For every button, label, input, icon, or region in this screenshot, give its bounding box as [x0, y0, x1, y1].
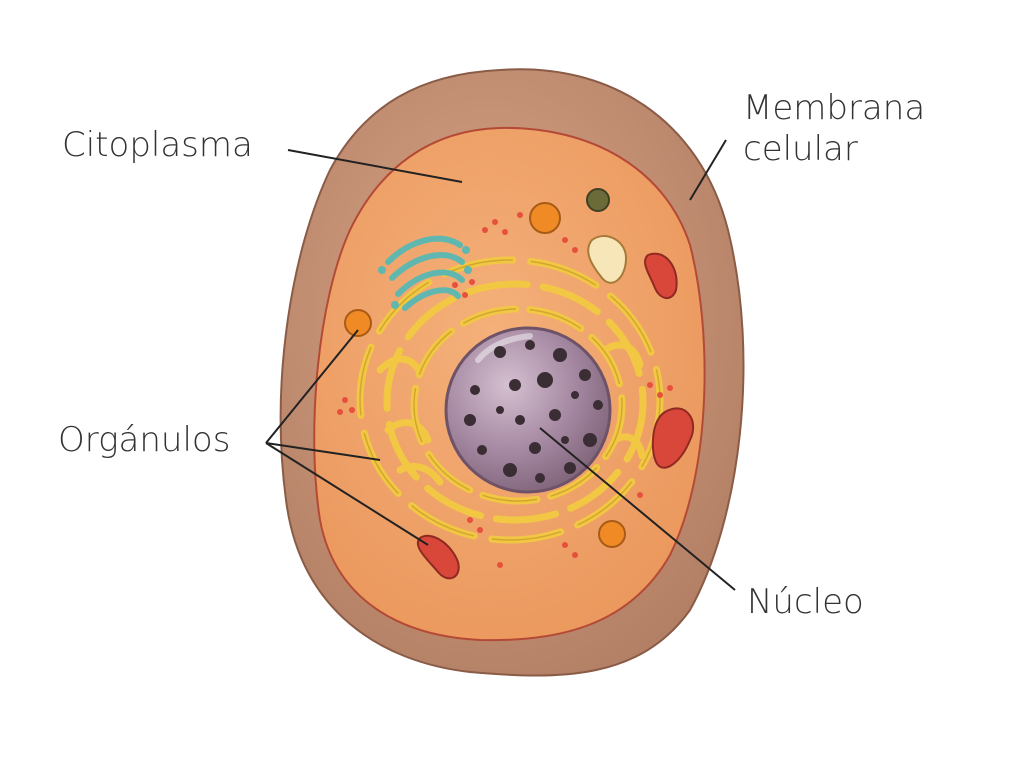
leader-organulos-2 — [265, 442, 381, 461]
leader-membrana — [689, 139, 727, 201]
nucleus — [444, 326, 612, 494]
label-organulos: Orgánulos — [58, 420, 231, 460]
leader-organulos-3 — [265, 442, 429, 546]
mitochondria — [417, 252, 695, 580]
leader-lines — [265, 139, 736, 591]
vacuole — [587, 235, 628, 284]
leader-organulos-1 — [265, 329, 359, 444]
label-membrana-line1: Membrana — [743, 88, 926, 128]
label-membrana-line2: celular — [743, 128, 858, 169]
leader-nucleo — [539, 427, 736, 591]
ribosomes — [337, 212, 673, 568]
lysosomes — [344, 188, 626, 548]
chromatin-spots — [464, 340, 603, 483]
label-membrana-celular: Membrana celular — [743, 88, 925, 170]
label-nucleo: Núcleo — [747, 582, 864, 622]
label-citoplasma: Citoplasma — [62, 125, 253, 165]
golgi-apparatus — [385, 235, 465, 311]
leader-citoplasma — [287, 149, 463, 183]
